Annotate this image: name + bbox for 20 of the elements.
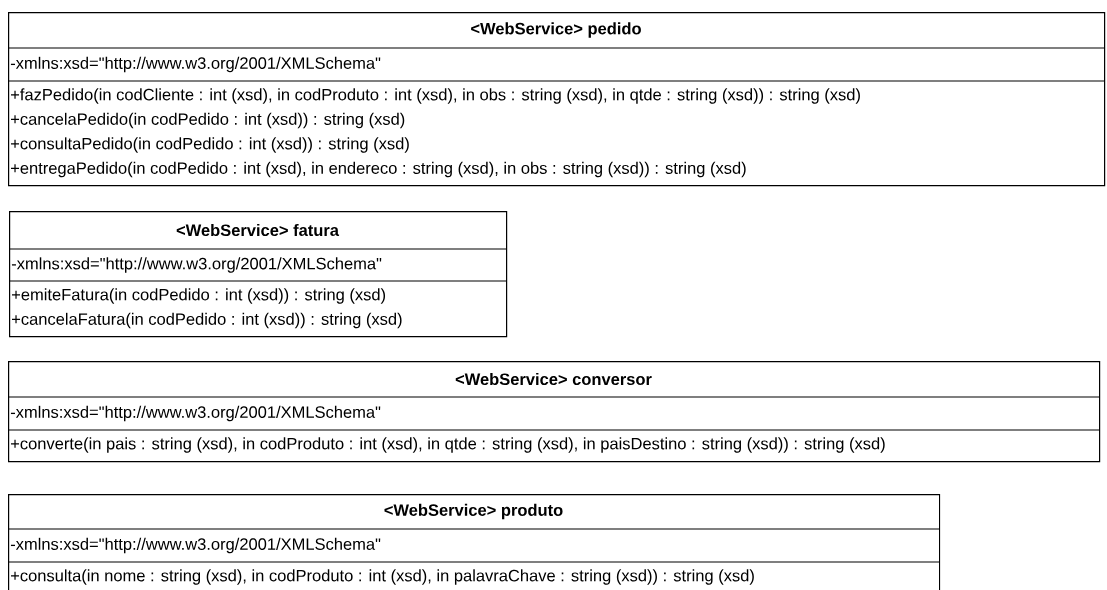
class-box [7, 494, 941, 590]
class-box [8, 211, 508, 338]
method-text: +cancelaPedido(in codPedido : int (xsd)) : string (xsd) [11, 112, 405, 129]
class-box [7, 12, 1106, 187]
method-text: +consultaPedido(in codPedido : int (xsd)) : string (xsd) [11, 137, 409, 153]
class-name: <WebService> fatura [176, 223, 340, 237]
method-text: +emiteFatura(in codPedido : int (xsd)) : string (xsd) [12, 288, 386, 304]
attribute-text: -xmlns:xsd="http://www.w3.org/2001/XMLSchema" [10, 405, 381, 422]
method-text: +converte(in pais : string (xsd), in codProduto : int (xsd), in qtde : string (xsd), in paisDestino : string (xsd)) : string (xsd) [11, 437, 885, 453]
method-text: +consulta(in nome : string (xsd), in codProduto : int (xsd), in palavraChave : string (xsd)) : string (xsd) [11, 569, 754, 585]
class-name: <WebService> pedido [471, 22, 641, 38]
method-text: +cancelaFatura(in codPedido : int (xsd)) : string (xsd) [12, 312, 402, 329]
method-text: +entregaPedido(in codPedido : int (xsd), in endereco : string (xsd), in obs : string (xsd)) : string (xsd) [11, 161, 746, 178]
class-name: <WebService> conversor [455, 372, 652, 386]
attribute-text: -xmlns:xsd="http://www.w3.org/2001/XMLSchema" [10, 537, 381, 554]
class-box [7, 361, 1101, 463]
attribute-text: -xmlns:xsd="http://www.w3.org/2001/XMLSchema" [10, 56, 381, 73]
class-name: <WebService> produto [384, 503, 563, 520]
attribute-text: -xmlns:xsd="http://www.w3.org/2001/XMLSchema" [11, 257, 382, 273]
method-text: +fazPedido(in codCliente : int (xsd), in codProduto : int (xsd), in obs : string (xsd), in qtde : string (xsd)) : string (xsd) [11, 88, 860, 104]
